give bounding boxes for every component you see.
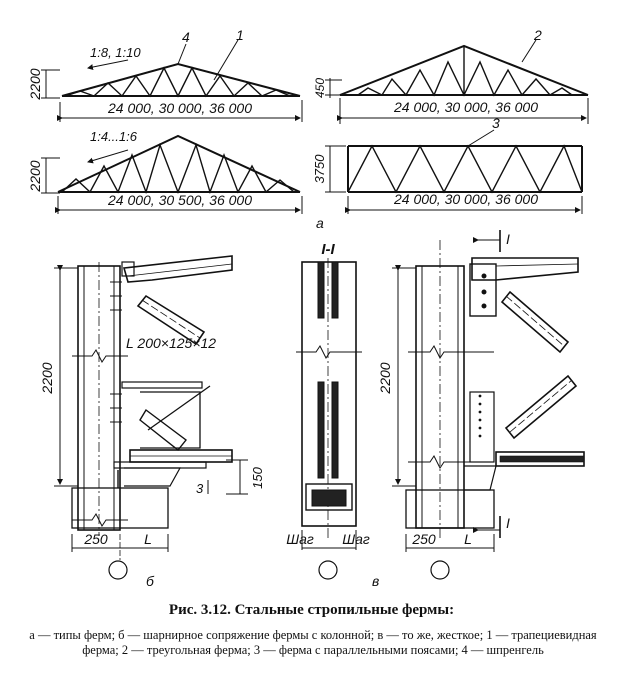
trapezoid-truss-low-slope	[61, 62, 301, 98]
section-title-label: I-I	[321, 241, 335, 258]
panel-b-label: б	[146, 573, 155, 589]
marker-3-label: 3	[492, 115, 500, 131]
rigid-height-label: 2200	[377, 362, 393, 394]
parallel-chord-truss	[347, 144, 583, 194]
section-step-left-label: Шаг	[286, 531, 314, 547]
rigid-dim-250-label: 250	[411, 531, 436, 547]
hinged-dim-L-label: L	[144, 531, 152, 547]
triangular-height-label: 450	[313, 78, 327, 98]
panel-v-label: в	[372, 573, 379, 589]
marker-1-label: 1	[236, 27, 244, 43]
trapezoid-top-span-label: 24 000, 30 000, 36 000	[107, 100, 252, 116]
section-mark-top-label: I	[506, 231, 510, 247]
marker-2-label: 2	[533, 27, 542, 43]
marker-4-label: 4	[182, 29, 190, 45]
trapezoid-bottom-slope-label: 1:4...1:6	[90, 129, 138, 144]
triangular-span-label: 24 000, 30 000, 36 000	[393, 99, 538, 115]
hinged-dim-150-label: 150	[250, 466, 265, 488]
trapezoid-bottom-height-label: 2200	[27, 160, 43, 192]
hinged-connection-panel	[54, 255, 248, 580]
section-I-I-panel	[296, 258, 362, 580]
hinged-dim-3-label: 3	[196, 481, 204, 496]
trapezoid-truss-steep	[57, 134, 301, 195]
truss-figure: 2200 24 000, 30 000, 36 000 1:8, 1:10 4 …	[27, 27, 589, 589]
figure-caption-body: а — типы ферм; б — шарнирное сопряжение …	[29, 628, 597, 657]
hinged-angle-label: L 200×125×12	[126, 335, 216, 351]
panel-a-label: a	[316, 215, 324, 231]
trapezoid-bottom-span-label: 24 000, 30 500, 36 000	[107, 192, 252, 208]
triangular-truss	[339, 44, 589, 97]
hinged-height-label: 2200	[39, 362, 55, 394]
rigid-dim-L-label: L	[464, 531, 472, 547]
parallel-span-label: 24 000, 30 000, 36 000	[393, 191, 538, 207]
parallel-height-label: 3750	[312, 154, 327, 184]
trapezoid-top-height-label: 2200	[27, 68, 43, 100]
rigid-connection-panel	[392, 230, 585, 580]
section-step-right-label: Шаг	[342, 531, 370, 547]
section-mark-bottom-label: I	[506, 515, 510, 531]
truss-types-panel	[41, 39, 589, 214]
figure-caption-title: Рис. 3.12. Стальные стропильные фермы:	[168, 602, 455, 618]
hinged-dim-250-label: 250	[83, 531, 108, 547]
trapezoid-top-slope-label: 1:8, 1:10	[90, 45, 141, 60]
